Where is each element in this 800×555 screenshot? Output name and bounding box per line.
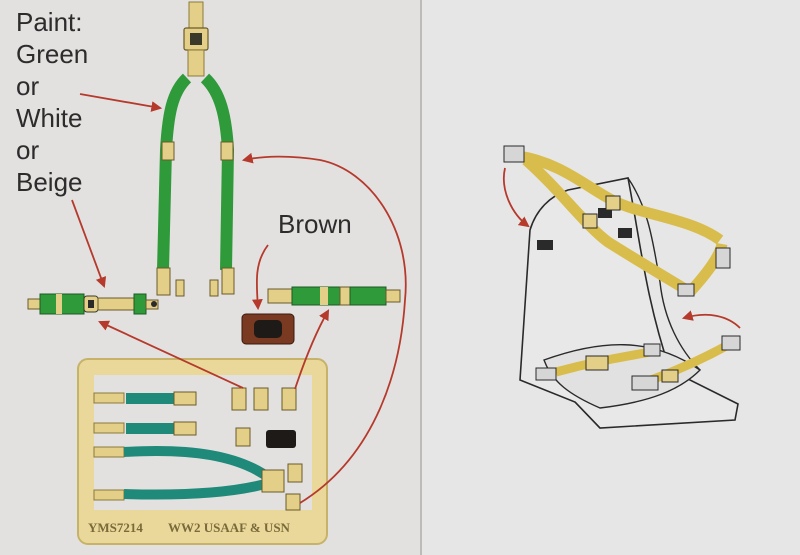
brown-label: Brown [278,209,352,239]
callout-arrows [71,93,741,504]
paint-instruction-label: Paint: Green or White or Beige [16,6,88,198]
brown-buckle-illustration [241,313,295,345]
seat-illustration [503,145,741,429]
paint-line-1: Paint: [16,7,83,37]
lap-belt-left-illustration [27,293,159,315]
paint-line-2: Green [16,39,89,69]
photo-etch-fret: YMS7214 WW2 USAAF & USN [77,358,328,545]
paint-line-4: White [16,103,83,133]
paint-line-3: or [16,71,40,101]
lap-belt-right-illustration [267,286,401,306]
shoulder-harness-illustration [156,1,235,297]
fret-title-text: WW2 USAAF & USN [168,520,291,535]
fret-code-text: YMS7214 [88,520,143,535]
paint-line-6: Beige [16,167,83,197]
paint-line-5: or [16,135,40,165]
